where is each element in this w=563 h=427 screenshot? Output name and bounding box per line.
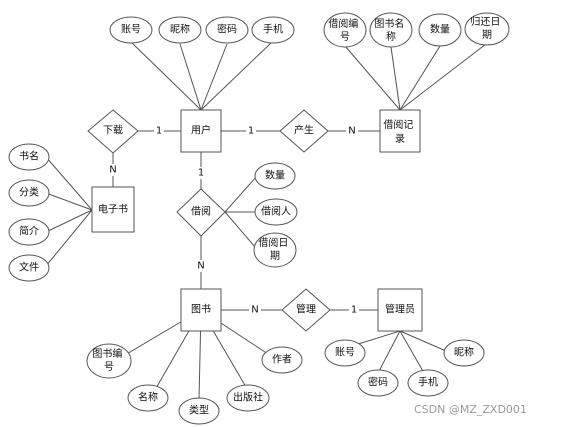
- attribute-user-password[interactable]: 密码: [205, 16, 249, 44]
- attribute-ebook-category-label: 分类: [19, 186, 39, 199]
- entity-admin-label: 管理员: [385, 303, 415, 316]
- cardinality-produce-record: N: [348, 126, 355, 137]
- cardinality-borrow-user: 1: [198, 168, 204, 179]
- attribute-record-borrow-no-line-2: 号: [340, 31, 350, 43]
- attribute-book-no-line-1: 图书编: [92, 347, 122, 360]
- attribute-admin-nickname[interactable]: 昵称: [443, 339, 485, 367]
- relationship-manage[interactable]: 管理: [281, 288, 331, 332]
- entity-book[interactable]: 图书: [180, 288, 222, 332]
- entity-admin[interactable]: 管理员: [377, 288, 423, 332]
- relationship-manage-label: 管理: [296, 303, 316, 316]
- cardinality-produce-user: 1: [248, 126, 254, 137]
- relationship-produce-label: 产生: [294, 124, 314, 137]
- attribute-ebook-intro-label: 简介: [19, 225, 39, 238]
- relationship-download[interactable]: 下载: [87, 109, 139, 154]
- entity-borrow-record-line-2: 录: [395, 133, 405, 145]
- attribute-record-borrow-no[interactable]: 借阅编 号: [323, 12, 367, 48]
- attribute-admin-password[interactable]: 密码: [357, 369, 399, 397]
- cardinality-borrow-book: N: [197, 261, 204, 272]
- attribute-borrow-date[interactable]: 借阅日 期: [253, 232, 297, 268]
- attribute-book-name-label: 名称: [138, 391, 158, 404]
- attribute-user-account-label: 账号: [121, 24, 141, 36]
- entity-borrow-record-label: 借阅记 录: [383, 118, 416, 145]
- attribute-record-book-name-line-2: 称: [386, 30, 396, 43]
- attribute-borrow-date-line-2: 期: [270, 250, 280, 262]
- entity-ebook-label: 电子书: [98, 203, 128, 216]
- cardinality-labels: 1 N 1 N 1 N N 1: [107, 125, 359, 316]
- attribute-user-nickname-label: 昵称: [170, 23, 190, 36]
- attribute-borrow-person-label: 借阅人: [261, 205, 291, 218]
- relationship-borrow-label: 借阅: [191, 205, 211, 218]
- attribute-admin-account-label: 账号: [335, 347, 355, 359]
- attribute-record-quantity-label: 数量: [430, 23, 450, 36]
- attribute-ebook-title-label: 书名: [19, 150, 39, 163]
- attribute-user-phone-label: 手机: [263, 23, 283, 36]
- attribute-book-type-label: 类型: [189, 404, 209, 417]
- attribute-borrow-person[interactable]: 借阅人: [254, 198, 298, 226]
- attribute-ebook-category[interactable]: 分类: [8, 179, 50, 207]
- cardinality-manage-admin: 1: [351, 305, 357, 316]
- attribute-book-no-line-2: 号: [104, 361, 114, 373]
- attribute-book-no-label: 图书编 号: [92, 347, 125, 373]
- attribute-ebook-file[interactable]: 文件: [8, 254, 50, 282]
- attribute-book-no[interactable]: 图书编 号: [86, 343, 132, 379]
- attribute-borrow-quantity-label: 数量: [265, 169, 285, 182]
- attribute-user-password-label: 密码: [217, 23, 237, 36]
- attribute-admin-phone[interactable]: 手机: [407, 369, 449, 397]
- attribute-ebook-intro[interactable]: 简介: [8, 218, 50, 246]
- connector-lines: [45, 41, 487, 401]
- attribute-record-quantity[interactable]: 数量: [418, 13, 462, 47]
- watermark: CSDN @MZ_ZXD001: [414, 403, 527, 416]
- attribute-book-publisher[interactable]: 出版社: [226, 384, 270, 412]
- attribute-admin-nickname-label: 昵称: [454, 346, 474, 359]
- attribute-book-name[interactable]: 名称: [127, 384, 169, 412]
- attribute-record-borrow-no-line-1: 借阅编: [328, 17, 358, 30]
- entity-ebook[interactable]: 电子书: [91, 186, 135, 233]
- relationship-produce[interactable]: 产生: [279, 109, 329, 153]
- cardinality-manage-book: N: [251, 305, 258, 316]
- attribute-record-return-date-line-2: 期: [482, 29, 492, 41]
- attribute-user-account[interactable]: 账号: [109, 16, 153, 44]
- attribute-book-type[interactable]: 类型: [178, 397, 220, 425]
- cardinality-download-user: 1: [156, 126, 162, 137]
- attribute-ebook-title[interactable]: 书名: [8, 143, 50, 171]
- attribute-admin-account[interactable]: 账号: [324, 339, 366, 367]
- attribute-ebook-file-label: 文件: [19, 261, 39, 274]
- attribute-record-return-date[interactable]: 归还日 期: [464, 12, 510, 46]
- attribute-user-phone[interactable]: 手机: [251, 16, 295, 44]
- attribute-record-book-name-label: 图书名 称: [374, 17, 407, 43]
- attribute-record-book-name-line-1: 图书名: [374, 17, 404, 30]
- attribute-record-return-date-line-1: 归还日: [470, 15, 500, 28]
- entity-user-label: 用户: [191, 124, 211, 137]
- attribute-record-return-date-label: 归还日 期: [470, 15, 503, 41]
- entity-borrow-record[interactable]: 借阅记 录: [379, 109, 421, 153]
- attribute-borrow-quantity[interactable]: 数量: [254, 162, 296, 190]
- relationship-borrow[interactable]: 借阅: [176, 188, 226, 237]
- attribute-book-author[interactable]: 作者: [261, 346, 303, 374]
- entity-borrow-record-line-1: 借阅记: [383, 118, 413, 131]
- entity-book-label: 图书: [191, 304, 211, 316]
- attribute-record-book-name[interactable]: 图书名 称: [369, 12, 413, 48]
- attribute-admin-password-label: 密码: [368, 376, 388, 389]
- attribute-book-publisher-label: 出版社: [233, 391, 263, 404]
- relationship-download-label: 下载: [103, 125, 123, 137]
- attribute-borrow-date-line-1: 借阅日: [258, 236, 288, 249]
- cardinality-download-ebook: N: [109, 165, 116, 176]
- attribute-user-nickname[interactable]: 昵称: [158, 16, 202, 44]
- entity-user[interactable]: 用户: [180, 109, 222, 153]
- attribute-borrow-date-label: 借阅日 期: [258, 236, 291, 262]
- attribute-book-author-label: 作者: [272, 354, 292, 366]
- attribute-record-borrow-no-label: 借阅编 号: [328, 17, 361, 43]
- attribute-admin-phone-label: 手机: [418, 376, 438, 389]
